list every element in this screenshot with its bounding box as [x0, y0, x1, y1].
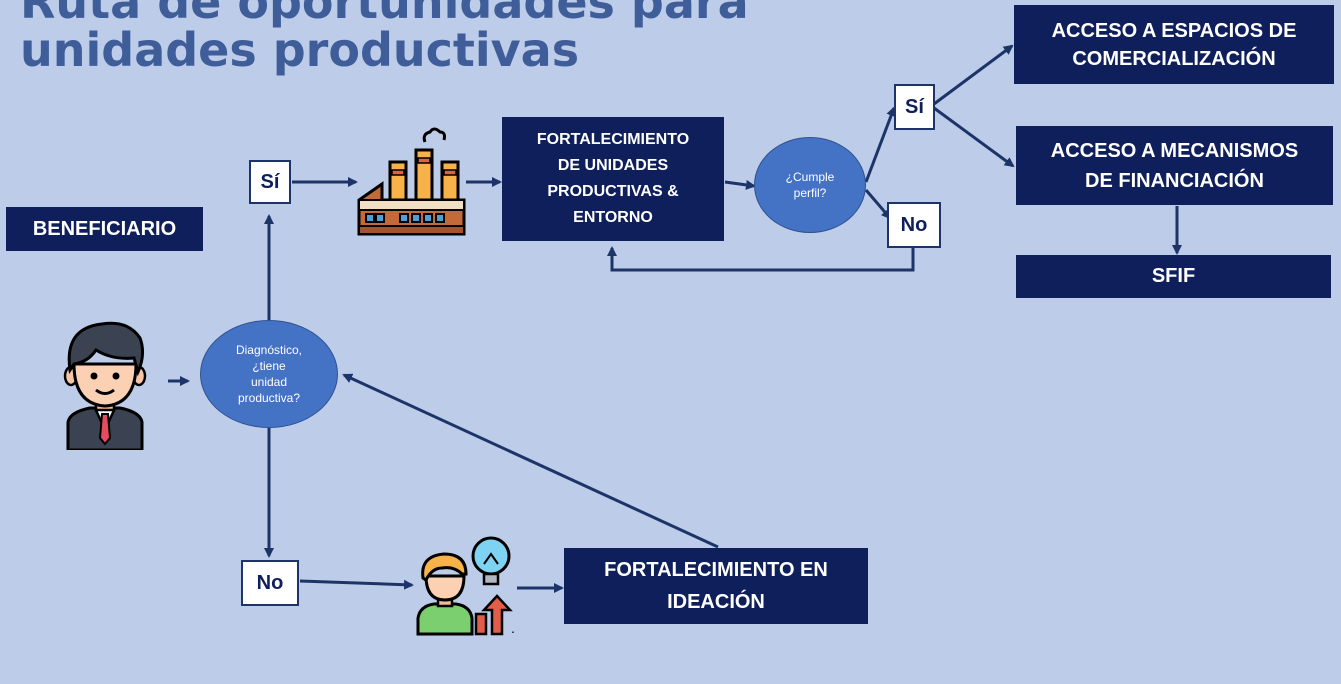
si-top-box: Sí	[249, 160, 291, 204]
title-line-1: Ruta de oportunidades para	[20, 0, 749, 29]
cumple-perfil-decision: ¿Cumple perfil?	[754, 137, 866, 233]
acceso-espacios-line-2: COMERCIALIZACIÓN	[1072, 47, 1276, 70]
sfif-label: SFIF	[1151, 265, 1196, 287]
title-line-2: unidades productivas	[20, 23, 580, 77]
fortalecimiento-ideacion-line-1: FORTALECIMIENTO EN	[604, 559, 828, 581]
fortalecimiento-ideacion-line-2: IDEACIÓN	[667, 591, 765, 613]
acceso-mecanismos-line-1: ACCESO A MECANISMOS	[1050, 139, 1299, 162]
cumple-perfil-line-1: ¿Cumple	[785, 170, 835, 184]
businessman-icon	[63, 321, 147, 450]
si-right-label: Sí	[905, 95, 924, 118]
fortalecimiento-unidades-box: FORTALECIMIENTO DE UNIDADES PRODUCTIVAS …	[502, 117, 724, 241]
arrow-si-to-mecanismos	[933, 106, 1015, 168]
cumple-perfil-line-2: perfil?	[793, 186, 827, 200]
arrow-cumple-to-no	[864, 189, 892, 220]
acceso-espacios-box: ACCESO A ESPACIOS DE COMERCIALIZACIÓN	[1014, 5, 1334, 84]
no-right-label: No	[900, 213, 928, 236]
si-right-box: Sí	[894, 84, 935, 130]
beneficiario-label: BENEFICIARIO	[32, 217, 177, 240]
no-bottom-label: No	[256, 571, 284, 594]
idea-person-icon	[416, 536, 513, 636]
arrow-no-back-to-fortalecimiento	[607, 246, 915, 272]
factory-icon	[357, 127, 466, 236]
diagnostico-decision: Diagnóstico, ¿tiene unidad productiva?	[200, 320, 338, 428]
fortalecimiento-unidades-line-3: PRODUCTIVAS &	[547, 183, 679, 200]
arrow-cumple-to-si	[864, 106, 896, 183]
trailing-dot: .	[511, 620, 515, 636]
beneficiario-box: BENEFICIARIO	[6, 207, 203, 251]
acceso-mecanismos-box: ACCESO A MECANISMOS DE FINANCIACIÓN	[1016, 126, 1333, 205]
diagnostico-line-1: Diagnóstico,	[235, 343, 303, 357]
fortalecimiento-ideacion-box: FORTALECIMIENTO EN IDEACIÓN	[564, 548, 868, 624]
arrow-no-to-ideacion-person	[299, 579, 414, 590]
no-right-box: No	[887, 202, 941, 248]
arrow-ideacion-to-diagnostico	[342, 373, 719, 549]
acceso-espacios-line-1: ACCESO A ESPACIOS DE	[1051, 19, 1297, 42]
si-top-label: Sí	[260, 170, 280, 193]
no-bottom-box: No	[241, 560, 299, 606]
acceso-mecanismos-line-2: DE FINANCIACIÓN	[1085, 169, 1264, 192]
diagnostico-line-3: unidad	[250, 375, 288, 389]
fortalecimiento-unidades-line-1: FORTALECIMIENTO	[536, 131, 690, 148]
diagnostico-line-4: productiva?	[237, 391, 301, 405]
fortalecimiento-unidades-line-2: DE UNIDADES	[557, 157, 669, 174]
fortalecimiento-unidades-line-4: ENTORNO	[573, 209, 653, 226]
diagnostico-line-2: ¿tiene	[252, 359, 286, 373]
page-title: Ruta de oportunidades para unidades prod…	[20, 0, 920, 74]
arrow-fortalecimiento-to-cumple	[724, 179, 756, 190]
sfif-box: SFIF	[1016, 255, 1331, 298]
arrow-si-to-espacios	[933, 44, 1014, 106]
